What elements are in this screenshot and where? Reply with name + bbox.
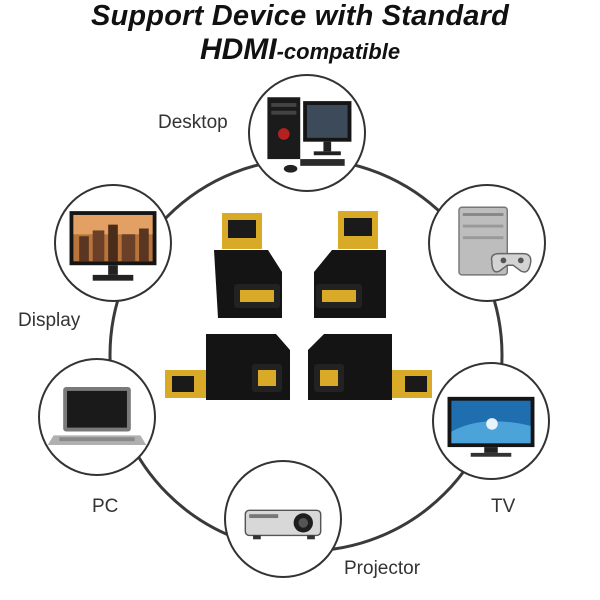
game-console-device-circle bbox=[428, 184, 546, 302]
hdmi-adapter-up-right-icon bbox=[314, 211, 386, 318]
pc-label: PC bbox=[92, 496, 119, 517]
desktop-computer-icon bbox=[267, 97, 352, 173]
tv-label: TV bbox=[491, 496, 516, 517]
hdmi-adapter-side-left-icon bbox=[165, 334, 290, 400]
projector-device-circle bbox=[224, 460, 342, 578]
display-device-circle bbox=[54, 184, 172, 302]
headline-compatible: -compatible bbox=[276, 39, 401, 64]
television-icon bbox=[447, 396, 535, 457]
tv-device-circle bbox=[432, 362, 550, 480]
display-label: Display bbox=[18, 310, 81, 331]
desktop-label: Desktop bbox=[158, 112, 228, 133]
projector-label: Projector bbox=[344, 558, 421, 579]
monitor-display-icon bbox=[69, 211, 157, 281]
headline-line-1: Support Device with Standard bbox=[90, 0, 510, 32]
hdmi-adapter-up-left-icon bbox=[214, 213, 282, 318]
laptop-icon bbox=[47, 387, 147, 446]
headline-line-2: HDMI-compatible bbox=[0, 34, 600, 68]
game-console-icon bbox=[458, 206, 532, 276]
desktop-device-circle bbox=[248, 74, 366, 192]
projector-icon bbox=[244, 509, 322, 540]
hdmi-adapter-side-right-icon bbox=[308, 334, 432, 400]
headline-hdmi: HDMI bbox=[199, 33, 277, 66]
pc-device-circle bbox=[38, 358, 156, 476]
